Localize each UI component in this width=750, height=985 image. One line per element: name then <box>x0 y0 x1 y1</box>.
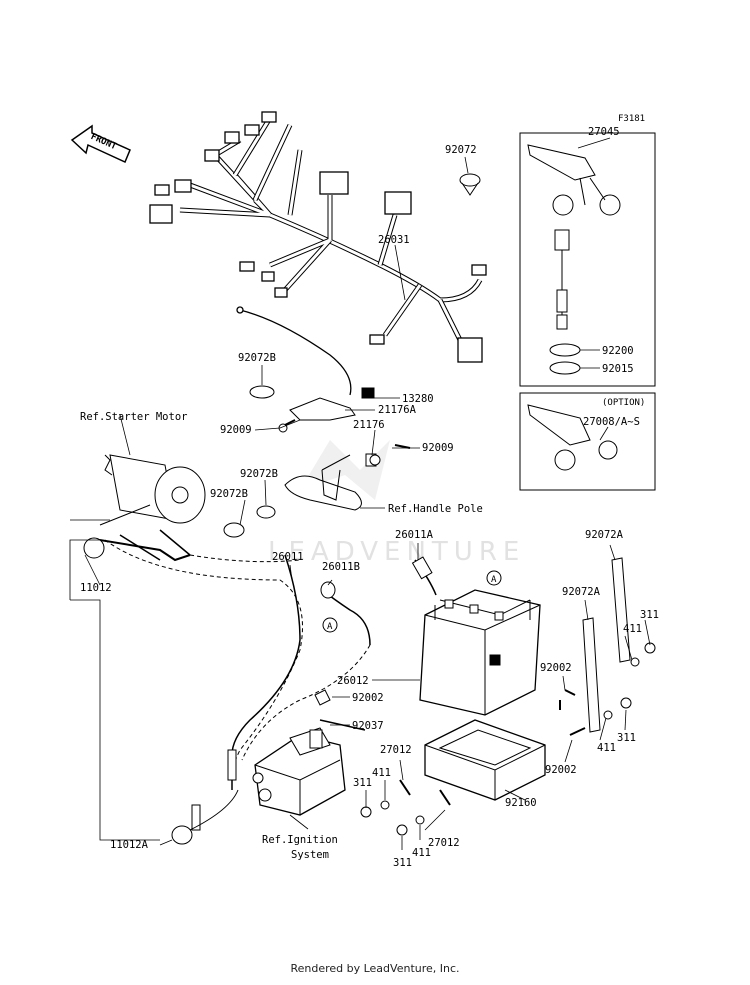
leader-lines <box>69 137 651 850</box>
ref-ignition-line2: System <box>291 849 329 861</box>
connector-marker-a-1: A <box>486 570 502 586</box>
ref-ignition-line1: Ref.Ignition <box>262 834 338 846</box>
callout-411-2: 411 <box>597 742 616 754</box>
callout-11012: 11012 <box>80 582 112 594</box>
straps-92072a <box>582 557 631 733</box>
callout-26011a: 26011A <box>395 529 434 541</box>
figure-code: F3181 <box>618 114 645 124</box>
clamp-92072 <box>459 173 481 196</box>
ignition-switch-group <box>519 132 656 387</box>
watermark-text: LEADVENTURE <box>268 537 525 567</box>
battery-case-92160 <box>424 719 546 801</box>
battery-26012 <box>419 589 541 716</box>
callout-92002-1: 92002 <box>540 662 572 674</box>
option-switch-group <box>519 392 656 491</box>
callout-13280: 13280 <box>402 393 434 405</box>
callout-411-4: 411 <box>412 847 431 859</box>
footer-credit: Rendered by LeadVenture, Inc. <box>290 962 460 975</box>
callout-27012-2: 27012 <box>428 837 460 849</box>
callout-311-4: 311 <box>393 857 412 869</box>
callout-411-1: 411 <box>623 623 642 635</box>
watermark: LEADVENTURE <box>268 440 525 567</box>
hardware <box>284 419 656 836</box>
callout-92009-2: 92009 <box>422 442 454 454</box>
callout-27045: 27045 <box>588 126 620 138</box>
callout-11012a: 11012A <box>110 839 149 851</box>
callout-92160: 92160 <box>505 797 537 809</box>
callout-311-1: 311 <box>640 609 659 621</box>
cable-26011 <box>83 529 303 845</box>
callout-27012-1: 27012 <box>380 744 412 756</box>
callout-92002-2: 92002 <box>352 692 384 704</box>
callout-92002-3: 92002 <box>545 764 577 776</box>
main-harness <box>149 111 487 396</box>
callout-26012: 26012 <box>337 675 369 687</box>
callout-92072: 92072 <box>445 144 477 156</box>
callout-311-2: 311 <box>617 732 636 744</box>
callout-92072b-2: 92072B <box>240 468 278 480</box>
callout-92037: 92037 <box>352 720 384 732</box>
starter-motor <box>99 454 206 526</box>
clamps-92072b <box>223 385 276 538</box>
callout-27008: 27008/A~S <box>583 416 640 428</box>
callout-92009-1: 92009 <box>220 424 252 436</box>
callout-92072a-1: 92072A <box>585 529 624 541</box>
callout-311-3: 311 <box>353 777 372 789</box>
callout-21176: 21176 <box>353 419 385 431</box>
connector-marker-a-2: A <box>322 617 338 633</box>
front-arrow-icon: FRONT <box>70 124 131 164</box>
callout-26011b: 26011B <box>322 561 360 573</box>
callout-411-3: 411 <box>372 767 391 779</box>
option-label: (OPTION) <box>602 398 645 408</box>
ignition-unit <box>252 689 366 816</box>
ref-starter-motor: Ref.Starter Motor <box>80 411 187 423</box>
svg-text:A: A <box>327 622 333 632</box>
callout-92072a-2: 92072A <box>562 586 601 598</box>
callout-92200: 92200 <box>602 345 634 357</box>
callout-92015: 92015 <box>602 363 634 375</box>
callout-21176a: 21176A <box>378 404 417 416</box>
svg-text:A: A <box>491 575 497 585</box>
callout-92072b-1: 92072B <box>238 352 276 364</box>
callout-26031: 26031 <box>378 234 410 246</box>
callout-26011: 26011 <box>272 551 304 563</box>
callout-92072b-3: 92072B <box>210 488 248 500</box>
ref-handle-pole: Ref.Handle Pole <box>388 503 483 515</box>
battery-cables <box>241 556 437 761</box>
